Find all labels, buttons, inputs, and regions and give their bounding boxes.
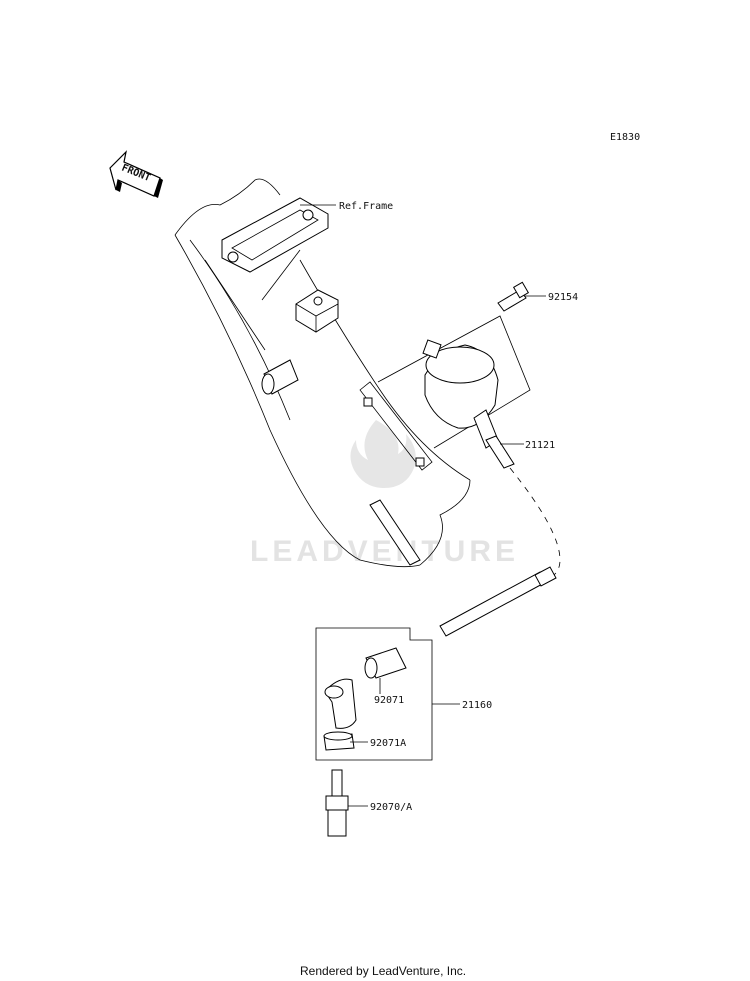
spark-plug xyxy=(325,769,349,837)
leader-lines xyxy=(300,204,546,807)
diagram-code: E1830 xyxy=(610,132,640,143)
label-92071: 92071 xyxy=(374,695,404,706)
kit-box xyxy=(315,627,433,761)
label-21160: 21160 xyxy=(462,700,492,711)
label-92071A: 92071A xyxy=(370,738,406,749)
seal-ring xyxy=(323,731,355,751)
plug-cap-sleeve xyxy=(364,647,407,679)
bolt xyxy=(497,281,530,312)
spacer-collar xyxy=(261,359,299,395)
bracket-block xyxy=(295,289,339,333)
label-ref-frame: Ref.Frame xyxy=(339,201,393,212)
plug-cap-elbow xyxy=(324,678,357,729)
label-92154: 92154 xyxy=(548,292,578,303)
watermark-text: LEADVENTURE xyxy=(250,535,519,568)
footer-text: Rendered by LeadVenture, Inc. xyxy=(300,964,466,978)
label-21121: 21121 xyxy=(525,440,555,451)
front-arrow-icon: FRONT xyxy=(109,150,163,198)
watermark: LEADVENTURE xyxy=(250,420,519,568)
frame-mount xyxy=(221,197,329,273)
frame-rib xyxy=(369,499,421,566)
ignition-coil xyxy=(422,339,515,469)
label-92070A: 92070/A xyxy=(370,802,412,813)
spark-plug-cable xyxy=(439,566,557,637)
frame-body xyxy=(174,178,471,568)
mounting-tab xyxy=(359,381,433,471)
